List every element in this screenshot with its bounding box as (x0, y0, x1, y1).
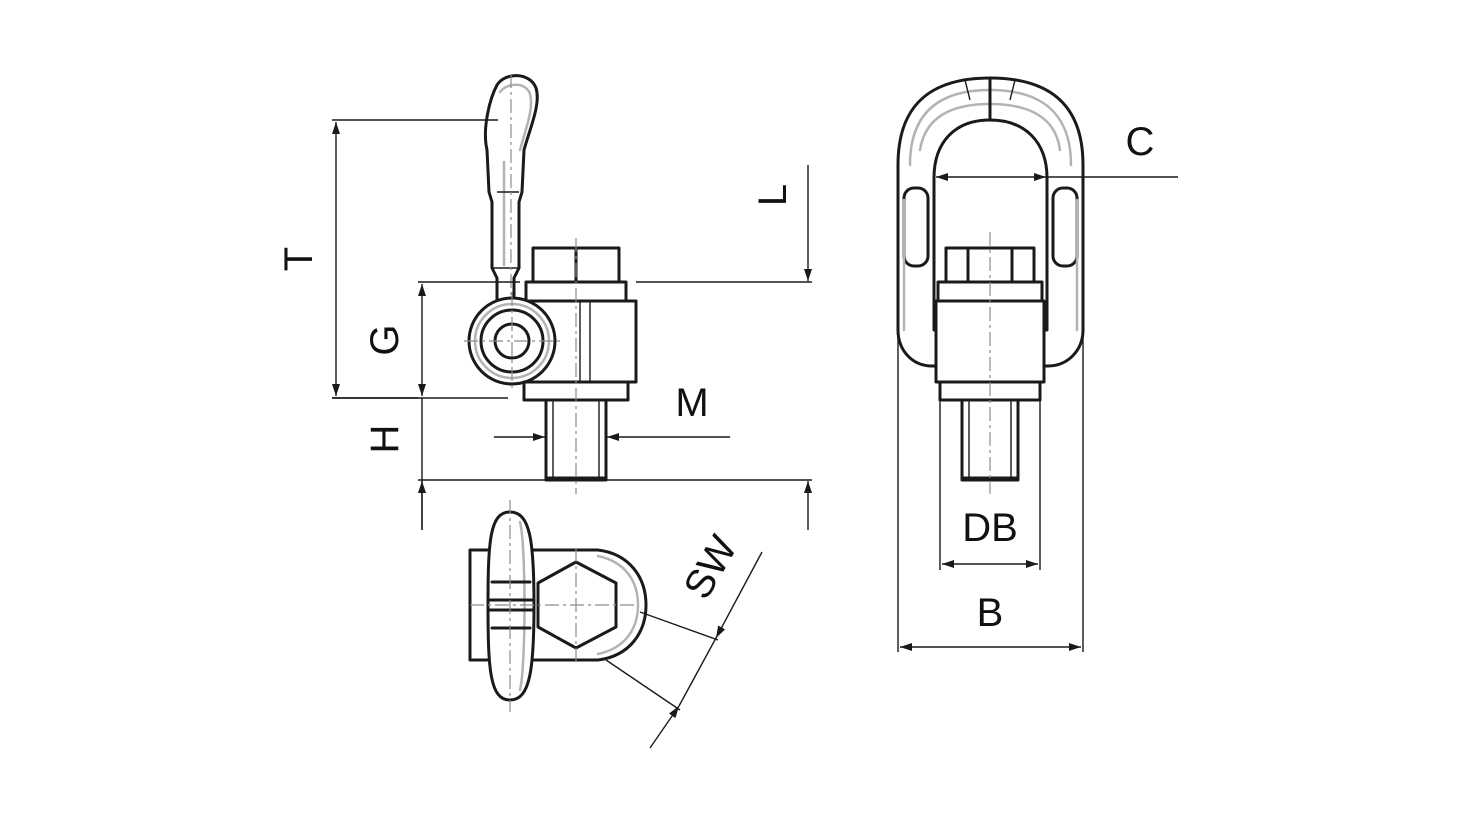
ring-slot-left (902, 186, 930, 268)
label-G: G (363, 324, 407, 355)
label-T: T (277, 247, 321, 271)
label-C: C (1126, 120, 1155, 164)
ring-slot-right (1051, 186, 1079, 268)
label-H: H (363, 425, 407, 454)
top-handle (486, 510, 536, 702)
top-view (468, 500, 648, 712)
label-B: B (977, 591, 1004, 635)
dim-line-SW-top (715, 551, 763, 639)
label-M: M (675, 381, 708, 425)
label-DB: DB (962, 506, 1018, 550)
label-SW: SW (676, 528, 746, 606)
front-view (896, 76, 1085, 494)
label-L: L (751, 184, 795, 206)
side-view (464, 74, 638, 494)
dim-line-SW-bottom (649, 705, 680, 749)
dimensions (332, 119, 1178, 749)
